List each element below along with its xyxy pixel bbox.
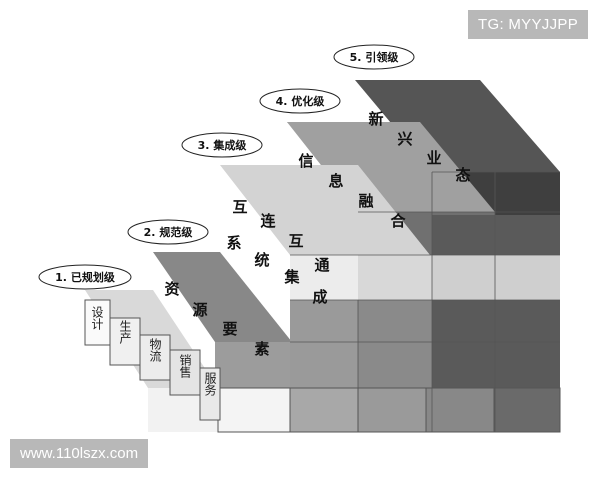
level3-char-4: 通	[314, 256, 329, 274]
level3-char-1: 互	[232, 198, 247, 216]
step5-top	[355, 80, 560, 172]
level3-char-3: 互	[288, 232, 303, 250]
level-label-3: 3. 集成级	[181, 132, 263, 158]
svg-text:1. 已规划级: 1. 已规划级	[55, 270, 116, 284]
svg-text:2. 规范级: 2. 规范级	[144, 225, 194, 239]
level4-char-2: 息	[328, 172, 343, 190]
level2-char-3: 要	[222, 320, 237, 338]
level4-char-3: 融	[358, 192, 373, 210]
svg-text:3. 集成级: 3. 集成级	[198, 138, 248, 152]
svg-text:5. 引领级: 5. 引领级	[350, 50, 400, 64]
level-label-1: 1. 已规划级	[38, 264, 132, 290]
watermark-top-right: TG: MYYJJPP	[468, 10, 588, 39]
level3-char-6: 统	[254, 251, 269, 269]
level3-char-8: 成	[312, 288, 327, 306]
light-band-3	[290, 255, 358, 300]
level4-char-4: 合	[389, 212, 406, 230]
level3-char-7: 集	[283, 268, 300, 286]
light-band-4	[358, 255, 432, 300]
level5-char-3: 业	[426, 149, 441, 167]
level2-char-1: 资	[164, 280, 179, 298]
watermark-bottom-left: www.110lszx.com	[10, 439, 149, 468]
level1-word-1: 设计	[90, 306, 104, 330]
level1-word-2: 生产	[118, 320, 132, 345]
level5-char-4: 态	[455, 166, 470, 184]
level1-word-5: 服务	[203, 372, 217, 396]
step4-top-face	[287, 122, 495, 212]
svg-text:4. 优化级: 4. 优化级	[276, 94, 326, 108]
step2-top-face	[153, 252, 292, 342]
level-label-5: 5. 引领级	[333, 44, 415, 70]
level5-char-2: 兴	[397, 130, 412, 148]
level3-char-5: 系	[226, 234, 241, 252]
level1-word-4: 销售	[178, 354, 192, 378]
level1-boxes	[84, 299, 221, 421]
level5-char-1: 新	[368, 110, 383, 128]
level4-char-1: 信	[298, 152, 313, 170]
level2-char-4: 素	[254, 340, 269, 358]
level1-word-3: 物流	[148, 338, 162, 362]
level2-char-2: 源	[192, 301, 207, 319]
grid-lines	[290, 171, 560, 432]
bottom-row	[217, 387, 561, 433]
level3-char-2: 连	[260, 212, 276, 230]
light-band-5	[432, 255, 560, 300]
step3-top-face	[220, 165, 430, 255]
level-label-2: 2. 规范级	[127, 219, 209, 245]
level-label-4: 4. 优化级	[259, 88, 341, 114]
